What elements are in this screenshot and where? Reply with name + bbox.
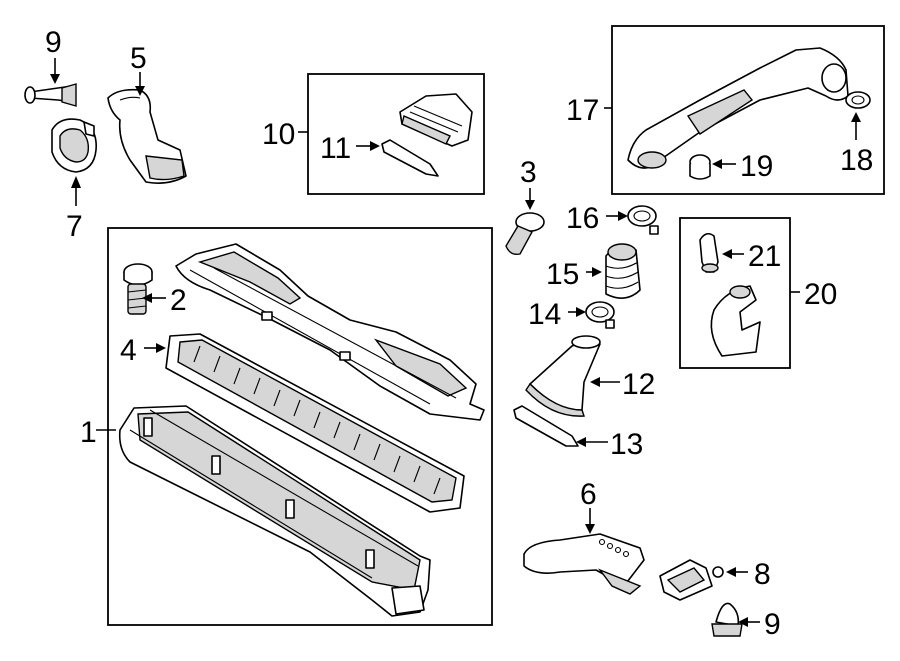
callout-4: 4	[120, 334, 137, 367]
group-box-1	[107, 227, 493, 626]
part-14-clamp	[585, 301, 615, 329]
part-17-intake-tube	[627, 47, 849, 169]
part-12-funnel	[525, 335, 601, 417]
callout-14: 14	[528, 298, 561, 331]
group-box-10	[307, 73, 485, 195]
part-3-bolt	[505, 212, 545, 256]
callout-12: 12	[622, 368, 655, 401]
callout-6: 6	[580, 478, 597, 511]
part-7-seal	[51, 118, 97, 173]
callout-21: 21	[748, 240, 781, 273]
callout-19: 19	[740, 150, 773, 183]
part-16-clamp	[627, 205, 659, 235]
part-8-seal	[659, 559, 724, 601]
part-9-push-pin-top	[24, 83, 77, 107]
callout-9-bottom: 9	[764, 608, 781, 641]
part-6-duct	[523, 533, 645, 595]
callout-10: 10	[262, 118, 295, 151]
part-2-bolt	[123, 263, 153, 315]
callout-5: 5	[130, 42, 147, 75]
part-1-lower-housing	[118, 405, 431, 617]
callout-3: 3	[520, 156, 537, 189]
callout-1: 1	[80, 416, 97, 449]
callout-20: 20	[804, 278, 837, 311]
callout-2: 2	[170, 284, 187, 317]
part-15-bellows	[605, 243, 641, 299]
part-13-seal-strip	[513, 405, 579, 447]
part-21-connector	[699, 232, 719, 273]
callout-17: 17	[566, 94, 599, 127]
part-18-clamp	[845, 91, 871, 109]
callout-13: 13	[610, 428, 643, 461]
part-5-duct	[107, 88, 187, 184]
group-box-20	[679, 217, 791, 369]
group-box-17	[611, 25, 885, 195]
callout-18: 18	[840, 144, 873, 177]
part-19-grommet	[689, 154, 711, 180]
callout-7: 7	[66, 210, 83, 243]
callout-9-top: 9	[45, 26, 62, 59]
part-20-duct-elbow	[710, 285, 761, 357]
callout-16: 16	[566, 202, 599, 235]
callout-11: 11	[320, 132, 351, 165]
part-1-upper-cover	[175, 243, 485, 421]
part-11-clamp-strip	[381, 139, 439, 177]
leader-lines	[50, 58, 861, 627]
part-9-push-pin-bottom	[711, 602, 743, 637]
part-4-air-filter	[165, 333, 465, 513]
callout-8: 8	[754, 558, 771, 591]
part-10-boot	[399, 93, 473, 147]
callout-15: 15	[546, 258, 579, 291]
